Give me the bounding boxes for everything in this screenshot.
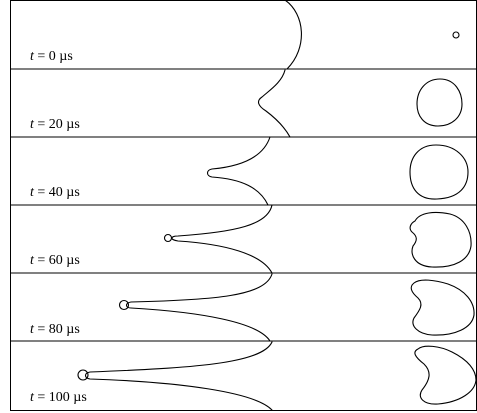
label-unit: µs [62, 322, 80, 337]
interface-curve [125, 273, 273, 342]
label-variable: t [30, 253, 34, 268]
jet-tip [118, 299, 130, 311]
bubble [410, 279, 475, 336]
interface-curve [206, 136, 271, 206]
label-unit: µs [62, 117, 80, 132]
interface-curve [257, 69, 291, 138]
label-value: 20 [48, 117, 63, 132]
frame-label: t = 0 µs [30, 49, 73, 65]
label-equals: = [33, 117, 49, 132]
label-variable: t [30, 322, 34, 337]
interface-curve [171, 204, 273, 274]
label-unit: µs [55, 49, 73, 64]
label-variable: t [30, 185, 34, 200]
label-value: 80 [48, 322, 63, 337]
label-variable: t [30, 117, 34, 132]
label-equals: = [33, 390, 49, 405]
label-unit: µs [62, 253, 80, 268]
interface-curve [84, 341, 273, 411]
frame-label: t = 40 µs [30, 185, 80, 201]
label-equals: = [33, 322, 49, 337]
jet-tip [77, 369, 89, 381]
label-value: 100 [48, 390, 70, 405]
bubble [452, 31, 460, 39]
bubble [409, 144, 469, 200]
frame-label: t = 60 µs [30, 253, 80, 269]
label-unit: µs [69, 390, 87, 405]
label-value: 40 [48, 185, 63, 200]
label-equals: = [33, 185, 49, 200]
label-value: 60 [48, 253, 63, 268]
label-unit: µs [62, 185, 80, 200]
label-variable: t [30, 390, 34, 405]
label-equals: = [33, 253, 49, 268]
label-equals: = [33, 49, 49, 64]
bubble [409, 211, 472, 268]
label-variable: t [30, 49, 34, 64]
bubble [416, 78, 463, 127]
bubble [414, 345, 477, 405]
jet-tip [163, 233, 173, 243]
frame-label: t = 20 µs [30, 117, 80, 133]
frame-label: t = 80 µs [30, 322, 80, 338]
frame-label: t = 100 µs [30, 390, 87, 406]
label-value: 0 [48, 49, 56, 64]
interface-curve [284, 0, 302, 70]
